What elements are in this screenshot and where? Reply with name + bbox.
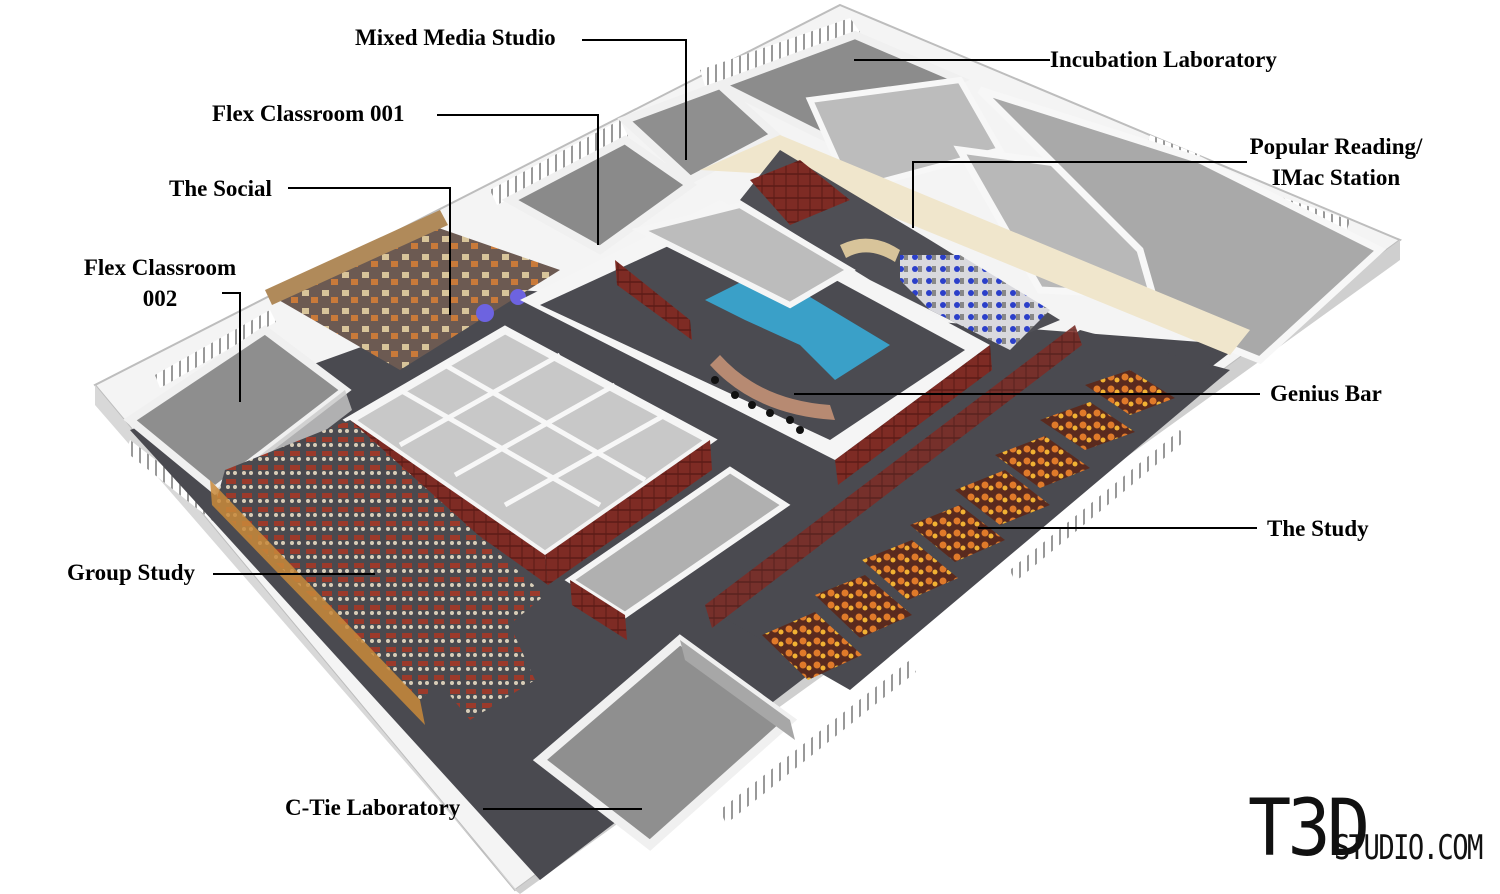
study-row-3 [995,436,1090,488]
corridor-shelf [570,580,627,640]
genius-teal-wall [705,270,890,380]
central-shelf-wall [350,420,548,585]
label-mixed-media-studio: Mixed Media Studio [355,25,556,50]
social-back-wall [265,210,448,305]
label-flex002-line2: 002 [142,286,178,311]
brand-logo-big: T3D [1248,784,1370,874]
study-row-1 [1085,370,1175,415]
label-popular-line1: Popular Reading/ [1249,134,1423,159]
leader-flex002 [222,292,241,402]
corridor-block [564,466,791,619]
group-study-shelf [210,480,425,725]
label-the-study: The Study [1267,516,1369,541]
leader-social [288,187,451,315]
social-lounge [270,225,560,370]
c-tie-glass [680,640,795,740]
brand-logo-small: STUDIO.COM [1334,828,1483,868]
genius-bar-counter [710,355,835,420]
study-row-8 [762,612,862,680]
study-row-2 [1040,402,1135,450]
genius-inner-rooms [631,201,856,309]
label-genius-bar: Genius Bar [1270,381,1382,406]
imac-stations [900,255,1050,350]
label-popular-reading: Popular Reading/ IMac Station [1240,131,1432,193]
room-mixed-media [617,80,782,185]
room-flex-001 [501,135,697,255]
central-shelf-wall-2 [545,440,712,585]
genius-shelf-wall [615,260,692,340]
leader-flex001 [437,114,599,245]
label-flex-classroom-002: Flex Classroom 002 [74,252,246,314]
genius-room-floor [540,220,965,440]
study-row-6 [862,540,958,600]
leader-mixed-media [582,39,687,160]
window-strip-south-2 [720,660,916,824]
room-east-strip [977,86,1387,365]
group-study-desks-2 [380,560,535,720]
label-popular-line2: IMac Station [1271,165,1401,190]
social-table-2 [510,289,526,305]
window-strip-north [700,18,860,86]
window-strip-south [1010,430,1186,582]
label-c-tie-laboratory: C-Tie Laboratory [285,795,461,820]
curved-bench [840,238,900,262]
study-row-7 [815,575,912,638]
genius-stools [711,376,804,434]
genius-shelf-wall-2 [835,345,992,485]
study-row-5 [910,505,1005,562]
social-table [476,304,494,322]
label-incubation-laboratory: Incubation Laboratory [1050,47,1277,72]
study-row-4 [955,470,1050,525]
leader-popular [912,161,1247,228]
leader-lines [213,39,1260,810]
label-group-study: Group Study [67,560,196,585]
window-strip-nw [155,310,276,388]
label-the-social: The Social [169,176,272,201]
study-shelf-rail [705,325,1082,628]
label-flex002-line1: Flex Classroom [83,255,237,280]
cubicle-grid [398,352,667,508]
window-strip-north-2 [490,120,628,205]
label-flex-classroom-001: Flex Classroom 001 [212,101,405,126]
bookshelves-north [750,160,850,225]
